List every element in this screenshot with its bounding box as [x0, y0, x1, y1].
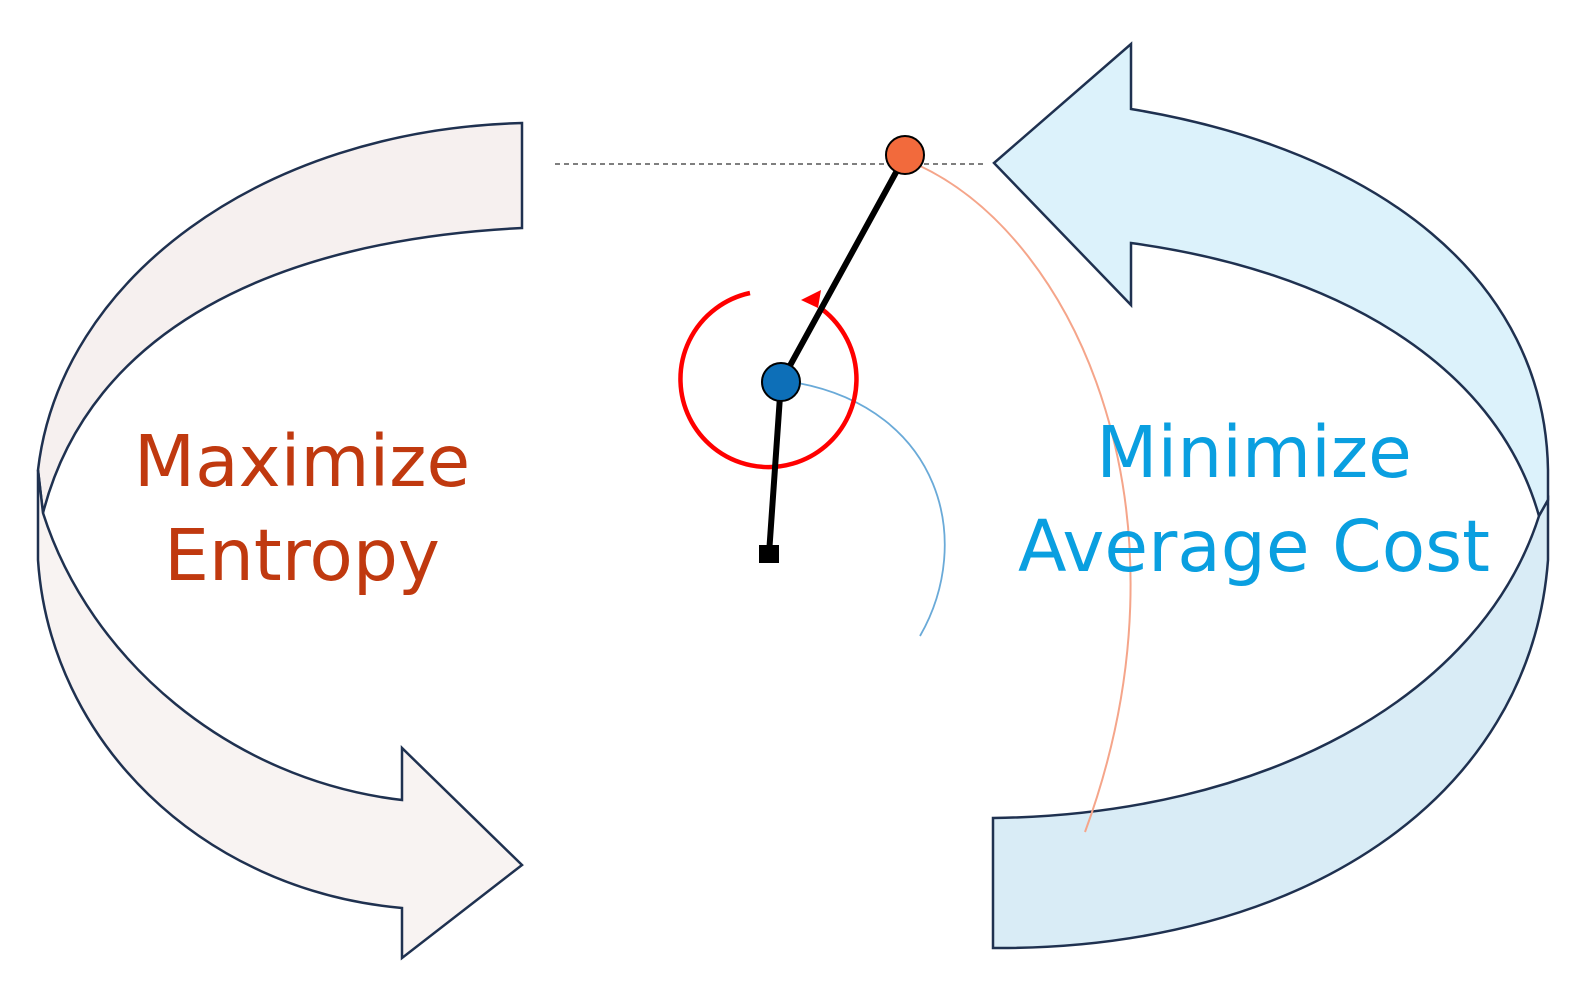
right-arrow-lower-band [991, 495, 1550, 950]
right-label-line1: Minimize [1096, 411, 1412, 494]
pendulum-upper-link [778, 153, 908, 385]
left-label-line1: Maximize [134, 420, 470, 503]
pendulum-lower-link [766, 379, 784, 557]
left-label-line2: Entropy [164, 514, 440, 597]
left-curved-arrow [36, 121, 524, 961]
elbow-trace [797, 382, 946, 637]
elbow-joint [761, 362, 801, 402]
rotation-indicator-icon [678, 290, 859, 470]
right-label-line2: Average Cost [1018, 505, 1490, 588]
right-curved-arrow [991, 41, 1550, 950]
end-effector [885, 135, 925, 175]
end-effector-trace [917, 164, 1132, 833]
left-arrow-lower-band [36, 469, 524, 961]
base-pivot [759, 545, 779, 563]
